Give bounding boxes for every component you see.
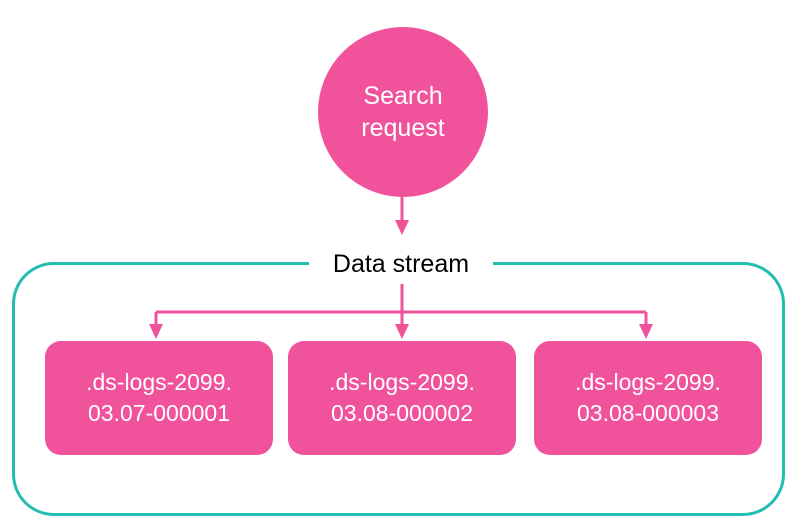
- backing-index-1-line1: .ds-logs-2099.: [86, 369, 232, 395]
- request-arrowhead: [395, 220, 409, 235]
- backing-index-3-line1: .ds-logs-2099.: [575, 369, 721, 395]
- backing-index-2-line2: 03.08-000002: [331, 400, 473, 426]
- search-request-label-line2: request: [361, 114, 445, 142]
- backing-index-node-2: .ds-logs-2099. 03.08-000002: [288, 341, 516, 455]
- backing-index-3-line2: 03.08-000003: [577, 400, 719, 426]
- backing-index-1-line2: 03.07-000001: [88, 400, 230, 426]
- backing-index-node-1: .ds-logs-2099. 03.07-000001: [45, 341, 273, 455]
- data-stream-label: Data stream: [309, 246, 493, 282]
- backing-index-node-3: .ds-logs-2099. 03.08-000003: [534, 341, 762, 455]
- search-request-label-line1: Search: [363, 82, 443, 110]
- branch-right-arrowhead: [639, 324, 653, 339]
- branch-middle-arrowhead: [395, 324, 409, 339]
- search-request-node: Search request: [318, 27, 488, 197]
- backing-index-2-line1: .ds-logs-2099.: [329, 369, 475, 395]
- branch-left-arrowhead: [149, 324, 163, 339]
